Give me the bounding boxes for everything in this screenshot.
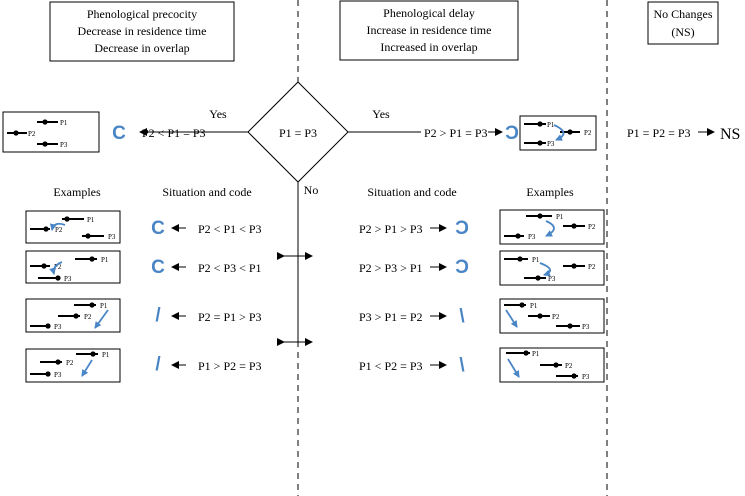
right-case-4-code: \ (459, 355, 465, 376)
svg-text:P3: P3 (528, 233, 536, 241)
right-case-3-example: P1 P2 P3 (499, 298, 605, 334)
svg-text:P2: P2 (84, 313, 92, 321)
examples-left-header: Examples (53, 185, 101, 199)
left-case-1: P1 P2 P3 C P2 < P1 < P3 (25, 210, 262, 244)
right-case-2-code: Ɔ (455, 257, 469, 278)
yes-right-label: Yes (372, 107, 390, 121)
top-left-code: C (112, 123, 126, 144)
svg-text:P1: P1 (547, 121, 555, 129)
decision-text: P1 = P3 (279, 126, 317, 140)
left-case-2: P1 P2 P3 C P2 < P3 < P1 (25, 250, 262, 284)
right-case-1-example: P1 P2 P3 (499, 209, 605, 245)
left-case-3-code: / (155, 305, 161, 326)
right-case-4: P1 < P2 = P3 \ P1 P2 P3 (359, 347, 605, 383)
right-case-1-code: Ɔ (455, 218, 469, 239)
right-case-3-code: \ (459, 306, 465, 327)
no-label: No (304, 183, 319, 197)
right-case-4-example: P1 P2 P3 (499, 347, 605, 383)
right-case-3-eq: P3 > P1 = P2 (359, 310, 423, 324)
svg-text:P1: P1 (532, 350, 540, 358)
header-precocity-line1: Phenological precocity (87, 7, 197, 21)
left-case-2-example: P1 P2 P3 (25, 250, 121, 284)
decision-node: P1 = P3 (247, 81, 349, 183)
left-case-1-example: P1 P2 P3 (25, 210, 121, 244)
header-delay-line3: Increased in overlap (380, 40, 477, 54)
left-case-4: P1 P2 P3 / P1 > P2 = P3 (25, 348, 262, 383)
svg-text:P2: P2 (552, 313, 560, 321)
left-case-3-example: P1 P2 P3 (25, 298, 121, 333)
header-delay-line2: Increase in residence time (367, 23, 492, 37)
svg-text:P2: P2 (66, 359, 74, 367)
svg-text:P3: P3 (582, 373, 590, 381)
right-case-3: P3 > P1 = P2 \ P1 P2 P3 (359, 298, 605, 334)
svg-text:P2: P2 (54, 263, 62, 271)
ns-code: NS (720, 126, 740, 143)
left-case-4-eq: P1 > P2 = P3 (198, 359, 262, 373)
left-case-1-code: C (151, 218, 165, 239)
svg-text:P2: P2 (55, 226, 63, 234)
left-case-4-example: P1 P2 P3 (25, 348, 121, 383)
svg-text:P1: P1 (556, 213, 564, 221)
top-right-equation: P2 > P1 = P3 (424, 126, 488, 140)
situation-left-header: Situation and code (162, 185, 251, 199)
right-case-4-eq: P1 < P2 = P3 (359, 359, 423, 373)
header-precocity-line2: Decrease in residence time (78, 24, 207, 38)
svg-text:P3: P3 (547, 140, 555, 148)
header-no-changes-line2: (NS) (671, 25, 694, 39)
svg-text:P3: P3 (108, 233, 116, 241)
svg-text:P1: P1 (100, 302, 108, 310)
left-case-3: P1 P2 P3 / P2 = P1 > P3 (25, 298, 262, 333)
right-case-2: P2 > P3 > P1 Ɔ P1 P2 P3 (359, 250, 605, 286)
left-case-2-eq: P2 < P3 < P1 (198, 261, 262, 275)
svg-text:P2: P2 (28, 130, 36, 138)
svg-text:P2: P2 (588, 263, 596, 271)
svg-text:P3: P3 (64, 275, 72, 283)
header-no-changes: No Changes (NS) (647, 1, 719, 45)
svg-text:P1: P1 (532, 256, 540, 264)
right-case-2-eq: P2 > P3 > P1 (359, 261, 423, 275)
left-case-3-eq: P2 = P1 > P3 (198, 310, 262, 324)
svg-text:P1: P1 (87, 216, 95, 224)
svg-text:P1: P1 (60, 119, 68, 127)
top-right-code: Ɔ (505, 123, 519, 144)
header-no-changes-line1: No Changes (654, 7, 713, 21)
svg-text:P2: P2 (584, 129, 592, 137)
header-precocity: Phenological precocity Decrease in resid… (49, 1, 235, 62)
left-case-2-code: C (151, 257, 165, 278)
left-case-4-code: / (155, 354, 161, 375)
svg-text:P3: P3 (548, 275, 556, 283)
yes-left-label: Yes (209, 107, 227, 121)
right-case-2-example: P1 P2 P3 (499, 250, 605, 286)
right-case-1-eq: P2 > P1 > P3 (359, 222, 423, 236)
right-case-1: P2 > P1 > P3 Ɔ P1 P2 P3 (359, 209, 605, 245)
svg-text:P3: P3 (60, 141, 68, 149)
ns-equation: P1 = P2 = P3 (627, 126, 691, 140)
header-delay-line1: Phenological delay (383, 6, 475, 20)
left-case-1-eq: P2 < P1 < P3 (198, 222, 262, 236)
top-left-example: P1 P2 P3 (2, 111, 100, 153)
svg-text:P1: P1 (101, 256, 109, 264)
svg-text:P3: P3 (582, 323, 590, 331)
header-delay: Phenological delay Increase in residence… (339, 0, 519, 61)
svg-text:P2: P2 (588, 223, 596, 231)
top-left-equation: P2 < P1 = P3 (142, 126, 206, 140)
svg-text:P2: P2 (565, 362, 573, 370)
svg-text:P3: P3 (54, 371, 62, 379)
svg-text:P1: P1 (530, 302, 538, 310)
examples-right-header: Examples (526, 185, 574, 199)
header-precocity-line3: Decrease in overlap (94, 41, 189, 55)
situation-right-header: Situation and code (367, 185, 456, 199)
top-right-example: P1 P2 P3 (519, 115, 597, 151)
svg-text:P1: P1 (102, 351, 110, 359)
svg-text:P3: P3 (54, 323, 62, 331)
